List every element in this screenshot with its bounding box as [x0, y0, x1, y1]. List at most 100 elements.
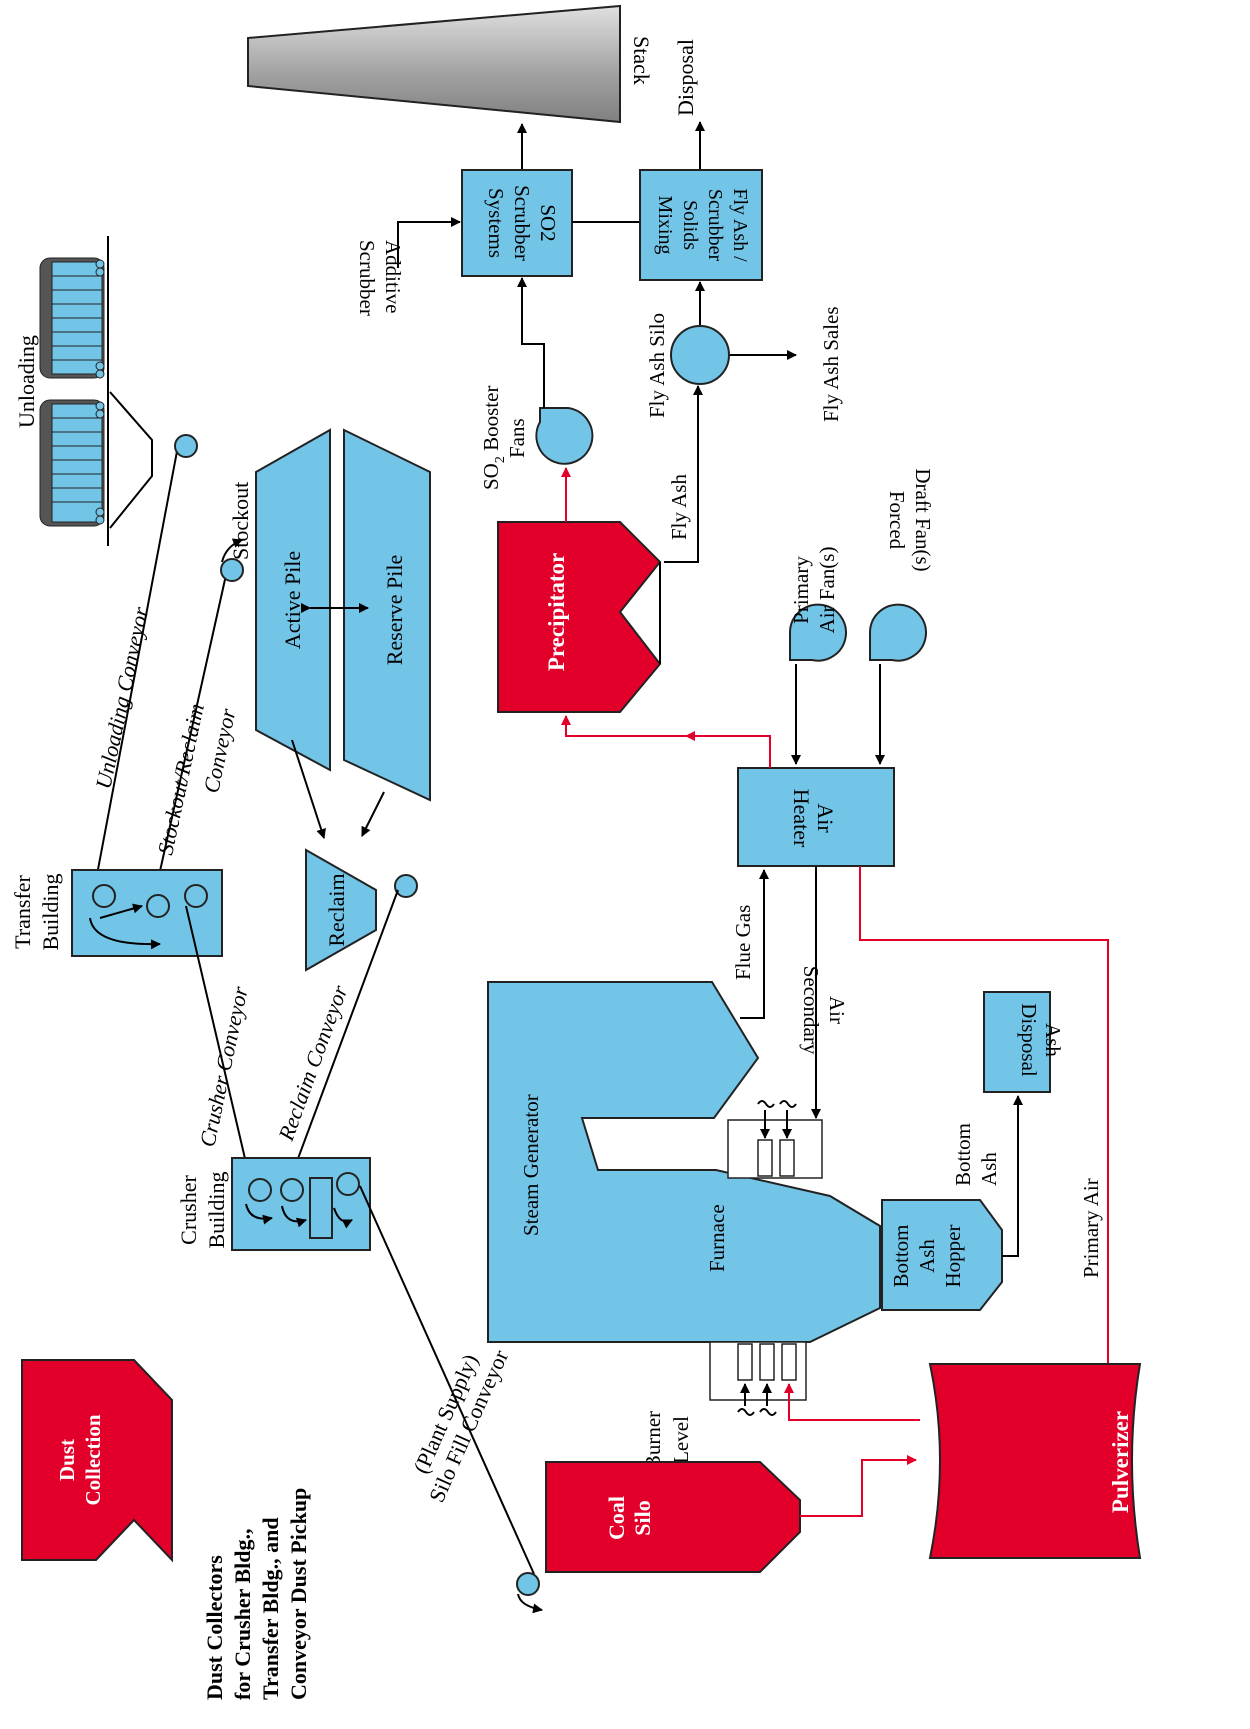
forced-draft-label-1: Forced [885, 491, 909, 550]
fly-ash-silo [670, 325, 730, 385]
reclaim-conveyor [289, 889, 399, 1181]
transfer-pulley-2 [146, 894, 170, 918]
disposal-ash-label-1: Disposal [1017, 1003, 1041, 1077]
unloading-hopper [109, 391, 153, 529]
fly-ash-scrubber-mixing [639, 169, 763, 281]
so2-scrubber-systems [461, 169, 573, 277]
coal-silo-label-2: Silo [630, 1500, 655, 1535]
stack [247, 4, 621, 124]
so2-booster-label-3: Fans [505, 418, 529, 458]
air-heater-label-2: Heater [789, 789, 814, 848]
reserve-pile-label: Reserve Pile [382, 555, 407, 666]
secondary-burner-box [727, 1119, 823, 1179]
forced-draft-label-2: Draft Fan(s) [911, 468, 935, 571]
mixing-label-4: Mixing [654, 196, 676, 255]
transfer-arrow-1 [99, 903, 143, 919]
secondary-air-label-2: Air [825, 996, 849, 1024]
transfer-building-label-1: Transfer [10, 874, 35, 948]
unloading-conveyor [95, 445, 179, 881]
transfer-pulley-1 [92, 884, 116, 908]
crusher-conveyor-label: Crusher Conveyor [194, 984, 252, 1149]
svg-text:SO2 Booster: SO2 Booster [479, 386, 508, 490]
so2-booster-label-1: SO [479, 463, 503, 490]
dust-collection [21, 1359, 173, 1563]
pulverizer [928, 1363, 1142, 1559]
unloading-conveyor-head [174, 434, 198, 458]
flue-gas-label: Flue Gas [731, 905, 755, 980]
so2-scrubber-label-1: SO2 [536, 204, 560, 241]
pulverizer-to-burner [784, 1383, 920, 1421]
so2-scrubber-label-3: Systems [484, 188, 508, 258]
stack-label: Stack [629, 36, 654, 85]
steam-generator-label: Steam Generator [519, 1094, 543, 1236]
active-pile-label: Active Pile [280, 551, 305, 649]
squiggle-2 [779, 1100, 797, 1108]
disposal-ash [983, 991, 1051, 1093]
bottom-ash-hopper-label-1: Bottom [889, 1224, 913, 1287]
dust-collectors-label-2: for Crusher Bldg., [230, 1528, 255, 1700]
crusher-arrow-2 [281, 1205, 307, 1228]
burner-level-label-1: Burner [641, 1411, 665, 1469]
silo-to-pulverizer [800, 1455, 917, 1517]
active-to-reclaim-arrow [291, 739, 326, 839]
secondary-air-label-1: Secondary [799, 966, 823, 1055]
crusher-building-label-1: Crusher [176, 1175, 201, 1245]
steam-generator [487, 981, 881, 1343]
crusher-pulley-2 [280, 1178, 304, 1202]
reserve-pile [343, 428, 431, 802]
flue-gas-line [740, 869, 769, 1019]
fly-ash-silo-label: Fly Ash Silo [645, 313, 669, 418]
reclaim-conveyor-head [394, 874, 418, 898]
furnace-label: Furnace [705, 1204, 729, 1272]
crusher-pulley-1 [248, 1178, 272, 1202]
primary-air-fans-label-2: Air Fan(s) [815, 547, 839, 634]
stockout-arrow [221, 538, 243, 563]
bottom-ash-label-1: Bottom [951, 1123, 975, 1186]
railcars [39, 236, 109, 546]
primary-air-line [859, 866, 1113, 1373]
precipitator [497, 521, 662, 713]
scrubber-additive-arrow [397, 217, 461, 268]
crusher-building [231, 1157, 371, 1251]
stockout-label: Stockout [228, 482, 253, 560]
transfer-pulley-3 [184, 884, 208, 908]
crusher-unit [309, 1177, 333, 1239]
air-heater [737, 767, 895, 867]
dust-collectors-label-3: Transfer Bldg., and [258, 1517, 283, 1700]
crusher-arrow-3 [333, 1207, 353, 1229]
fly-ash-label: Fly Ash [667, 474, 691, 540]
dust-collectors-label-4: Conveyor Dust Pickup [286, 1488, 311, 1700]
bottom-ash-label-2: Ash [977, 1152, 1001, 1186]
reclaim-hopper [305, 848, 377, 972]
burner-3 [781, 1343, 797, 1381]
crusher-building-label-2: Building [204, 1171, 229, 1248]
burner-2 [759, 1343, 775, 1381]
transfer-arrow-2 [89, 917, 161, 950]
dust-collection-label-1: Dust [55, 1439, 79, 1481]
fly-ash-line [664, 385, 703, 563]
scrubber-additive-label-1: Scrubber [355, 240, 379, 316]
secondary-burner-1 [757, 1139, 773, 1177]
forced-draft-fan [869, 603, 927, 662]
stockout-head [220, 558, 244, 582]
squiggle-1 [757, 1100, 775, 1108]
reserve-to-reclaim-arrow [361, 791, 385, 837]
mixing-label-1: Fly Ash / [729, 188, 751, 262]
mixing-label-2: Scrubber [704, 189, 726, 262]
heater-to-precipitator [561, 715, 771, 768]
so2-booster-fan [535, 407, 594, 465]
squiggle-4 [759, 1408, 777, 1416]
crusher-arrow-1 [245, 1203, 273, 1225]
booster-to-scrubber-arrow [517, 277, 545, 408]
crusher-conveyor [185, 905, 251, 1181]
coal-silo-label-1: Coal [604, 1496, 629, 1540]
squiggle-3 [737, 1408, 755, 1416]
pulverizer-label: Pulverizer [1108, 1411, 1133, 1513]
fly-ash-sales-label: Fly Ash Sales [819, 306, 843, 422]
dust-collection-label-2: Collection [81, 1414, 105, 1505]
coal-silo [545, 1461, 801, 1573]
reclaim-label: Reclaim [324, 873, 349, 946]
dust-collectors-label-1: Dust Collectors [202, 1555, 227, 1700]
primary-air-fan [789, 603, 847, 662]
